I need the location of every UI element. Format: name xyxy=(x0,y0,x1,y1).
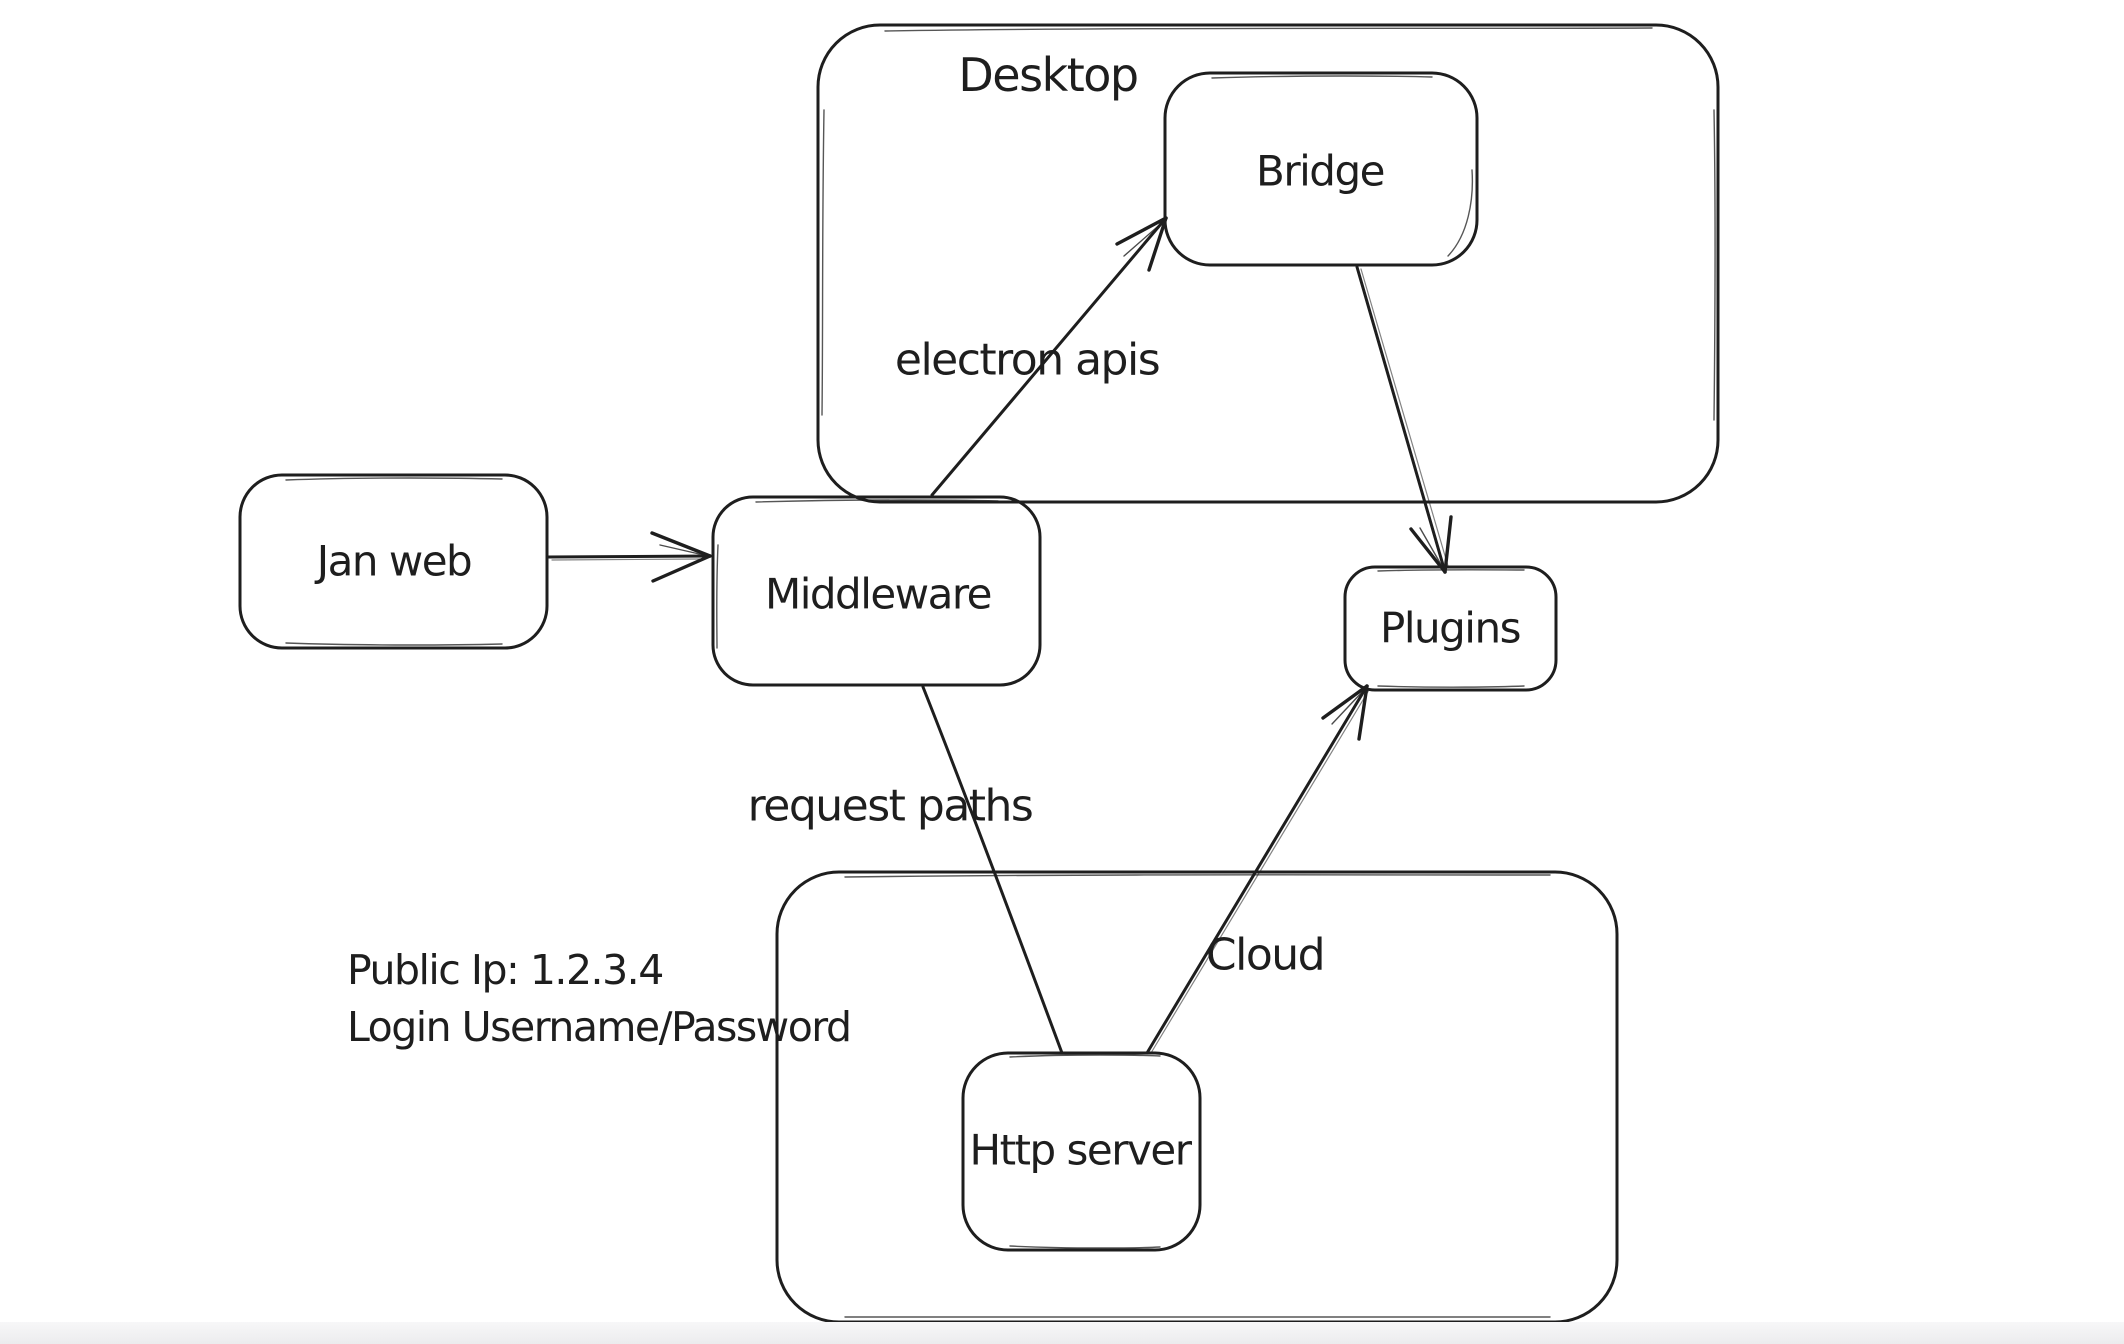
arrow-janweb-middleware-barb-up xyxy=(650,531,712,558)
plugins-sketch-top xyxy=(1377,569,1525,572)
desktop-container-box xyxy=(816,23,1720,504)
line-middleware-httpserver-shaft xyxy=(921,685,1064,1055)
plugins-node-label: Plugins xyxy=(1380,603,1521,653)
bridge-sketch-top xyxy=(1211,75,1433,79)
bridge-sketch-corner xyxy=(1447,169,1474,257)
arrow-janweb-to-middleware xyxy=(545,531,712,583)
arrow-bridge-plugins-shaft xyxy=(1355,265,1447,574)
arrow-httpserver-plugins-barb-left xyxy=(1321,684,1369,720)
http-server-sketch-bottom xyxy=(1009,1245,1161,1249)
arrow-janweb-middleware-shaft xyxy=(545,554,712,559)
arrow-middleware-bridge-barb-left xyxy=(1115,216,1168,246)
arrow-bridge-to-plugins xyxy=(1355,265,1453,574)
desktop-container-label: Desktop xyxy=(958,48,1139,102)
public-ip-note-line2: Login Username/Password xyxy=(347,1003,852,1051)
public-ip-note-line1: Public Ip: 1.2.3.4 xyxy=(347,946,664,994)
arrow-middleware-bridge-shaft xyxy=(930,216,1168,497)
http-server-sketch-top xyxy=(1009,1054,1161,1058)
cloud-container-label: Cloud xyxy=(1205,929,1326,981)
desktop-container-sketch-right xyxy=(1713,109,1716,421)
jan-web-sketch-bottom xyxy=(285,642,503,646)
middleware-node-label: Middleware xyxy=(764,569,993,619)
middleware-rect xyxy=(711,495,1042,687)
bridge-rect xyxy=(1163,71,1479,267)
public-ip-note: Public Ip: 1.2.3.4 Login Username/Passwo… xyxy=(347,942,852,1056)
cloud-container-sketch-bottom xyxy=(844,1316,1551,1319)
arrow-httpserver-plugins-shaft xyxy=(1145,684,1369,1055)
cloud-container-box xyxy=(775,870,1619,1324)
arrow-middleware-to-bridge xyxy=(930,216,1168,497)
http-server-node-box xyxy=(961,1051,1202,1252)
arrow-httpserver-plugins-barb-sketch xyxy=(1331,689,1365,725)
plugins-sketch-bottom xyxy=(1377,685,1525,688)
jan-web-node-box xyxy=(238,473,549,650)
bridge-node-label: Bridge xyxy=(1256,146,1385,196)
http-server-rect xyxy=(961,1051,1202,1252)
arrow-bridge-plugins-barb-right xyxy=(1443,515,1453,574)
plugins-node-box xyxy=(1343,565,1558,692)
arrow-bridge-plugins-barb-left xyxy=(1409,527,1447,574)
arrow-middleware-bridge-barb-down xyxy=(1147,216,1168,272)
desktop-container-rect xyxy=(816,23,1720,504)
arrow-janweb-middleware-barb-sketch xyxy=(659,544,709,557)
arrow-janweb-middleware-barb-down xyxy=(651,554,712,583)
arrow-janweb-middleware-shaft-sketch xyxy=(551,558,701,561)
bridge-node-box xyxy=(1163,71,1479,267)
middleware-sketch-left xyxy=(716,544,719,649)
middleware-node-box xyxy=(711,495,1042,687)
jan-web-node-label: Jan web xyxy=(316,536,473,586)
jan-web-rect xyxy=(238,473,549,650)
arrow-httpserver-plugins-shaft-sketch xyxy=(1150,689,1370,1054)
cloud-container-rect xyxy=(775,870,1619,1324)
arrow-bridge-plugins-barb-sketch xyxy=(1419,527,1444,569)
electron-apis-edge-label: electron apis xyxy=(894,334,1161,386)
cloud-container-sketch-top xyxy=(844,874,1551,878)
arrow-httpserver-plugins-barb-down xyxy=(1357,684,1369,741)
arrow-httpserver-to-plugins xyxy=(1145,684,1370,1055)
request-paths-edge-label: request paths xyxy=(747,780,1034,832)
middleware-sketch-top xyxy=(755,499,999,503)
http-server-node-label: Http server xyxy=(969,1125,1192,1175)
arrow-middleware-bridge-barb-sketch xyxy=(1123,220,1165,257)
bottom-edge-strip xyxy=(0,1322,2124,1344)
jan-web-sketch-top xyxy=(285,477,503,481)
plugins-rect xyxy=(1343,565,1558,692)
desktop-container-sketch-top xyxy=(884,27,1653,32)
desktop-container-sketch-left xyxy=(821,109,825,416)
line-middleware-httpserver-sketch xyxy=(924,689,941,731)
arrow-bridge-plugins-shaft-sketch xyxy=(1360,268,1449,567)
line-middleware-to-httpserver xyxy=(921,685,1064,1055)
